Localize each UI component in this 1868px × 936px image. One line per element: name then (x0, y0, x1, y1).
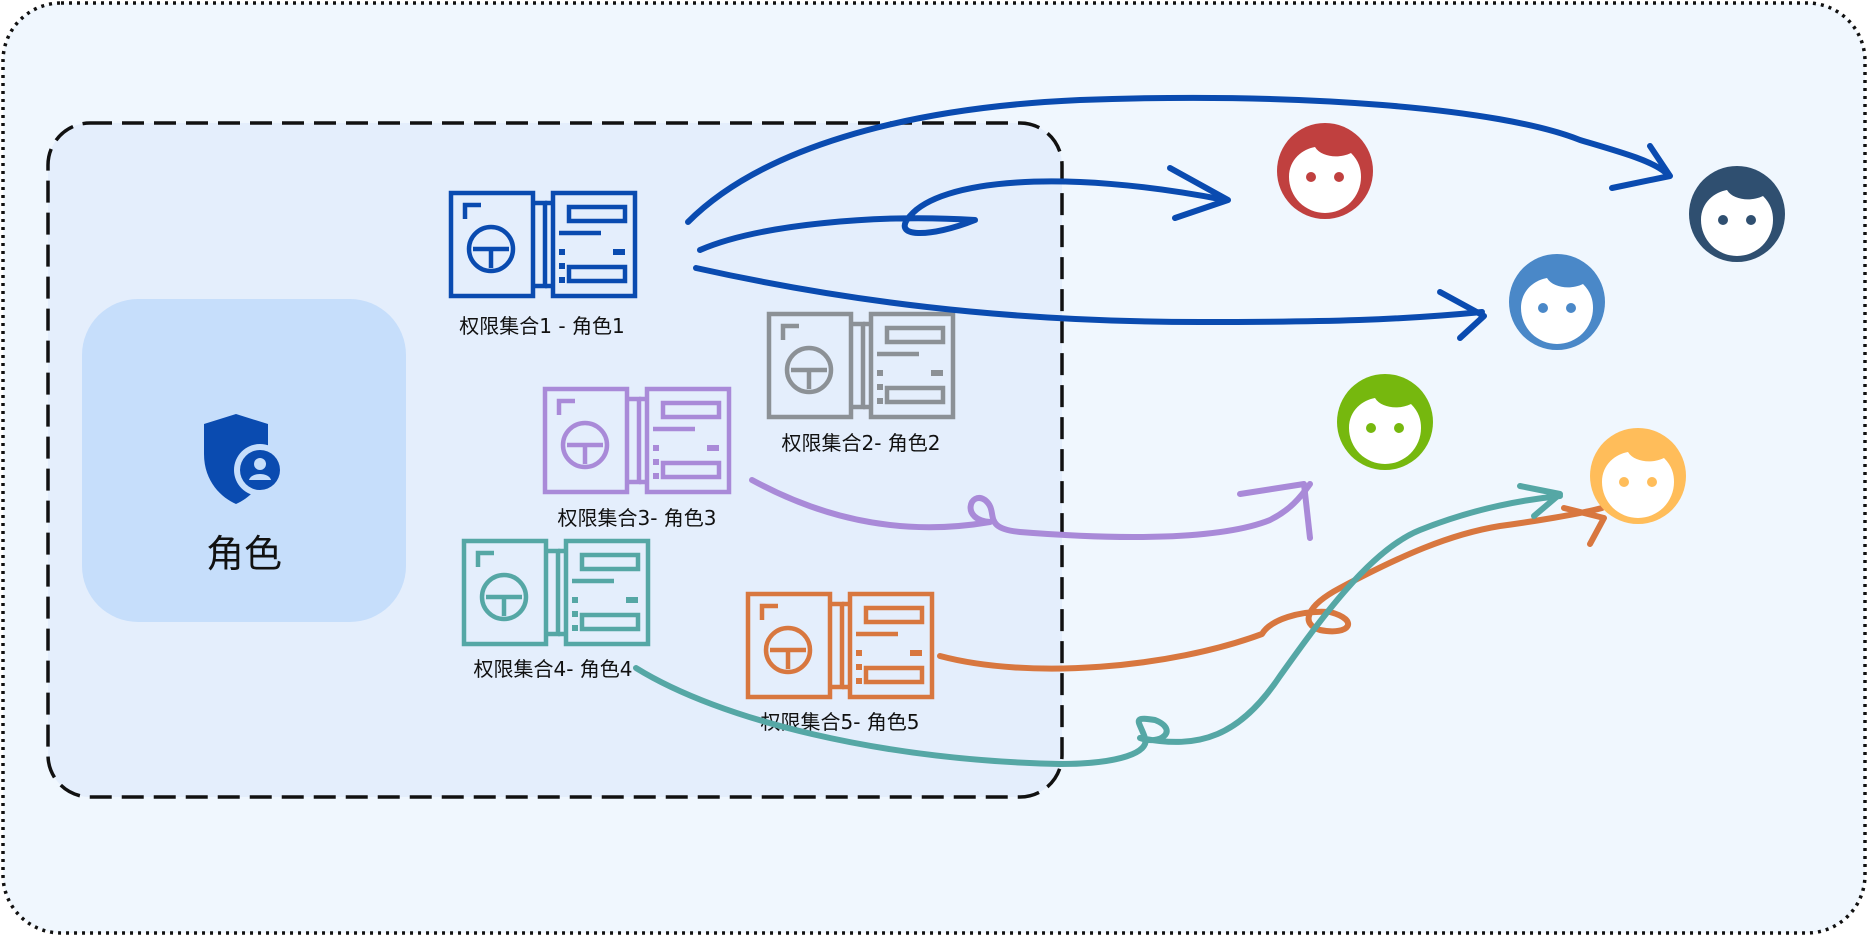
arrow-set1-to-user1 (697, 178, 1228, 253)
permission-set-label: 权限集合5- 角色5 (760, 710, 919, 734)
arrow-set3-to-user4 (749, 477, 1313, 540)
user-face-icon (1509, 254, 1605, 350)
permission-set-label: 权限集合2- 角色2 (781, 431, 940, 455)
arrow-head (1561, 505, 1607, 547)
user-face-icon (1590, 428, 1686, 524)
arrow-set5-to-user5 (937, 505, 1605, 672)
arrow-set4-to-user5 (633, 493, 1563, 767)
arrow-head (1517, 483, 1563, 519)
user-face-icon (1277, 123, 1373, 219)
user-face-icon (1337, 374, 1433, 470)
arrow-head (1167, 165, 1231, 221)
arrow-set1-to-user3 (693, 265, 1485, 325)
role-card-label: 角色 (206, 532, 282, 576)
arrow-set1-to-user2 (685, 94, 1668, 225)
arrow-head (1237, 481, 1313, 541)
user-face-icon (1689, 166, 1785, 262)
permission-set-2: 权限集合2- 角色2 (769, 314, 953, 455)
permission-set-1: 权限集合1 - 角色1 (451, 193, 635, 338)
role-card: 角色 (82, 299, 406, 622)
permission-set-label: 权限集合1 - 角色1 (459, 314, 624, 338)
arrow-head (1609, 143, 1673, 191)
permission-set-label: 权限集合4- 角色4 (473, 657, 632, 681)
arrow-head (1437, 289, 1487, 341)
shield-user-icon (204, 414, 286, 504)
permission-set-4: 权限集合4- 角色4 (464, 541, 648, 681)
permission-set-label: 权限集合3- 角色3 (557, 506, 716, 530)
permission-set-3: 权限集合3- 角色3 (545, 389, 729, 530)
